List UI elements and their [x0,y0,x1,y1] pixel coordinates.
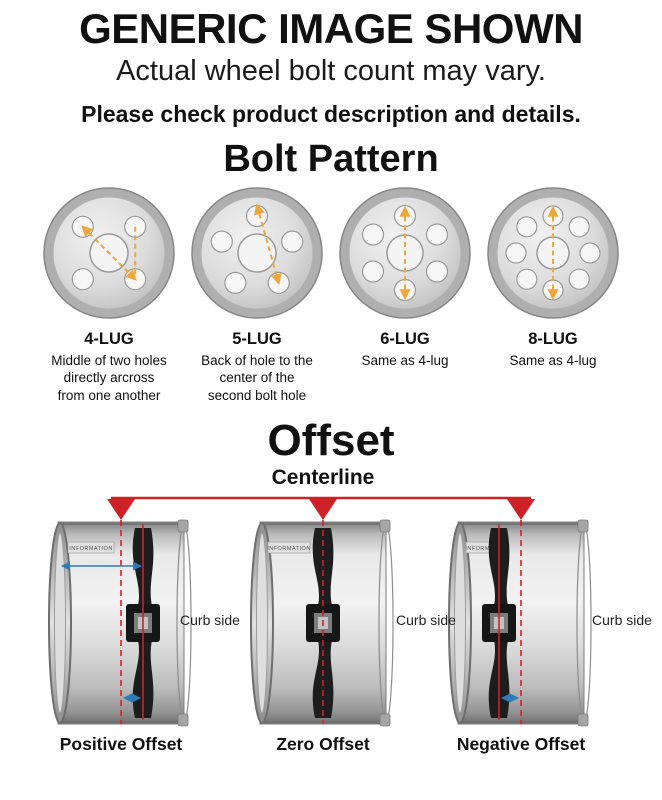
bolt-diagram-6lug-icon [339,187,471,319]
centerline-marker-icon [309,498,337,520]
page-note: Please check product description and det… [81,101,581,128]
lug-description: Middle of two holes directly arcross fro… [51,353,167,403]
bolt-diagram-8lug-icon [487,187,619,319]
bolt-diagram-5lug-icon [191,187,323,319]
bolt-pattern-heading: Bolt Pattern [223,138,439,181]
offset-diagram: Centerline INFORMATION [0,466,662,766]
wheel-cross-section-positive: INFORMATION [48,519,192,727]
measure-line-icon [81,225,137,281]
bolt-pattern-4lug: 4-LUG Middle of two holes directly arcro… [37,185,181,404]
lug-label: 4-LUG [84,330,134,349]
page-subtitle: Actual wheel bolt count may vary. [116,55,546,88]
centerline-marker-icon [107,498,135,520]
centerline-label: Centerline [271,465,375,489]
curb-side-label: Curb side [396,611,456,628]
lug-label: 8-LUG [528,330,578,349]
wheel-cross-section-zero: INFORMATION [250,519,394,727]
curb-side-label: Curb side [180,611,240,628]
offset-type-label: Zero Offset [276,733,370,754]
centerline-marker-icon [507,498,535,520]
lug-label: 6-LUG [380,330,430,349]
barrel-stamp-text: INFORMATION [465,546,509,552]
wheel-cross-section-negative: INFORMATION [448,519,592,727]
offset-heading: Offset [267,415,395,465]
curb-side-label: Curb side [592,611,652,628]
barrel-stamp-text: INFORMATION [69,546,113,552]
bolt-pattern-5lug: 5-LUG Back of hole to the center of the … [185,185,329,404]
bolt-pattern-8lug: 8-LUG Same as 4-lug [481,185,625,404]
barrel-stamp-text: INFORMATION [267,546,311,552]
offset-type-label: Positive Offset [59,733,183,754]
offset-type-label: Negative Offset [456,733,586,754]
lug-description: Same as 4-lug [509,353,597,369]
measure-line-icon [254,203,282,286]
bolt-pattern-row: 4-LUG Middle of two holes directly arcro… [0,185,662,404]
lug-description: Same as 4-lug [361,353,449,369]
lug-description: Back of hole to the center of the second… [201,353,313,403]
bolt-diagram-4lug-icon [43,187,175,319]
page-title: GENERIC IMAGE SHOWN [79,5,583,52]
bolt-pattern-6lug: 6-LUG Same as 4-lug [333,185,477,404]
lug-label: 5-LUG [232,330,282,349]
